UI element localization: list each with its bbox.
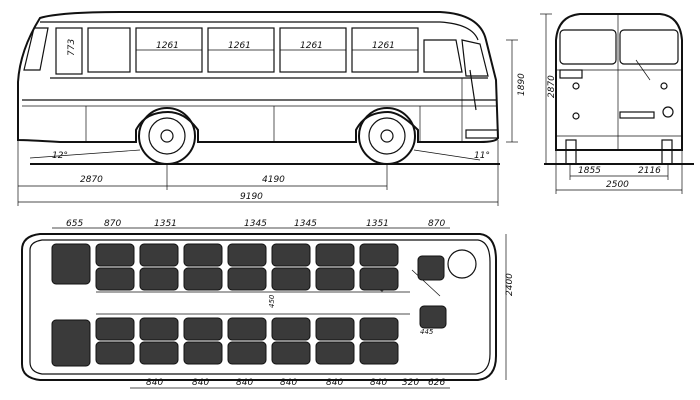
guide-seat: [419, 305, 447, 329]
plan-inner-outline: [29, 239, 491, 375]
passenger-seat: [271, 341, 311, 365]
passenger-seat: [315, 317, 355, 341]
passenger-seat: [95, 317, 135, 341]
plan-bottom-dim-5: 840: [326, 378, 343, 388]
front-windscreen: [23, 27, 49, 71]
dim-front-axle-label: 2870: [80, 175, 103, 185]
front-width-label: 2500: [606, 180, 629, 190]
door-label: 773: [67, 39, 77, 56]
plan-bottom-dim-1: 840: [146, 378, 163, 388]
angle-rear-label: 11°: [474, 151, 490, 161]
front-bumper: [619, 111, 655, 119]
plan-top-dim-7: 870: [428, 219, 445, 229]
passenger-seat: [183, 243, 223, 267]
plan-bottom-dim-6: 840: [370, 378, 387, 388]
passenger-seat: [139, 341, 179, 365]
window-dim-4: 1261: [372, 41, 395, 51]
roof-rail: [40, 21, 479, 41]
passenger-seat: [359, 317, 399, 341]
plan-top-dim-3: 1351: [154, 219, 177, 229]
passenger-seat: [315, 341, 355, 365]
front-view: 2870 1855 2116 2500: [540, 13, 694, 194]
rear-wheel: [358, 107, 416, 165]
steering-wheel: [447, 249, 477, 279]
passenger-seat: [315, 243, 355, 267]
plan-bottom-dim-2: 840: [192, 378, 209, 388]
driver-seat: [417, 255, 445, 281]
passenger-seat: [271, 267, 311, 291]
side-view: 773 1261 1261 1261 1261: [17, 11, 527, 206]
passenger-seat: [271, 317, 311, 341]
plan-bottom-dim-7: 320: [402, 378, 419, 388]
front-track-right-label: 2116: [638, 166, 661, 176]
passenger-seat: [359, 341, 399, 365]
dim-total-label: 9190: [240, 192, 263, 202]
passenger-seat: [183, 341, 223, 365]
plan-view: 450 688 445 655 870 1351 1345 1345 1351 …: [21, 219, 515, 389]
rear-bench-left: [51, 243, 91, 285]
passenger-seat: [227, 267, 267, 291]
plan-top-dim-4: 1345: [244, 219, 267, 229]
small-dim-label: 445: [420, 328, 434, 336]
plan-top-dim-5: 1345: [294, 219, 317, 229]
passenger-seat: [359, 243, 399, 267]
front-window-left: [559, 29, 617, 65]
plan-outline: [21, 233, 497, 381]
front-left-tyre: [565, 139, 577, 165]
passenger-seat: [95, 243, 135, 267]
side-window-small: [87, 27, 131, 73]
side-body-outline: [17, 11, 500, 143]
height-right-label: 1890: [517, 73, 527, 96]
passenger-seat: [183, 317, 223, 341]
plan-bottom-dim-3: 840: [236, 378, 253, 388]
passenger-seats: [95, 243, 399, 365]
rear-side-window: [423, 39, 463, 73]
front-right-tyre: [661, 139, 673, 165]
wiper: [635, 59, 651, 81]
passenger-seat: [271, 243, 311, 267]
plan-top-dim-6: 1351: [366, 219, 389, 229]
plan-bottom-dim-4: 840: [280, 378, 297, 388]
front-height-label: 2870: [547, 75, 557, 98]
front-body-outline: [555, 13, 683, 151]
passenger-seat: [227, 317, 267, 341]
plan-bottom-dim-8: 626: [428, 378, 445, 388]
window-dim-1: 1261: [156, 41, 179, 51]
rear-window: [461, 39, 489, 77]
mirror-rod: [469, 69, 477, 111]
rear-bumper: [465, 129, 499, 139]
window-dim-3: 1261: [300, 41, 323, 51]
plan-top-dim-2: 870: [104, 219, 121, 229]
plan-width-label: 2400: [505, 273, 515, 296]
front-wheel: [138, 107, 196, 165]
window-dim-2: 1261: [228, 41, 251, 51]
departure-angle-line: [413, 149, 481, 161]
passenger-seat: [139, 243, 179, 267]
passenger-seat: [315, 267, 355, 291]
aisle-label: 450: [268, 294, 276, 308]
front-track-label: 1855: [578, 166, 601, 176]
angle-front-label: 12°: [52, 151, 68, 161]
passenger-seat: [227, 341, 267, 365]
door-swing: [411, 269, 441, 297]
passenger-seat: [359, 267, 399, 291]
passenger-seat: [183, 267, 223, 291]
front-emblem: [662, 106, 674, 118]
approach-angle-line: [29, 149, 141, 159]
front-window-right: [619, 29, 679, 65]
plan-top-dim-1: 655: [66, 219, 83, 229]
front-door: [55, 27, 83, 75]
passenger-seat: [95, 267, 135, 291]
passenger-seat: [227, 243, 267, 267]
passenger-seat: [95, 341, 135, 365]
passenger-seat: [139, 267, 179, 291]
front-grille: [559, 69, 583, 79]
dim-wheelbase-label: 4190: [262, 175, 285, 185]
passenger-seat: [139, 317, 179, 341]
rear-bench-right: [51, 319, 91, 367]
